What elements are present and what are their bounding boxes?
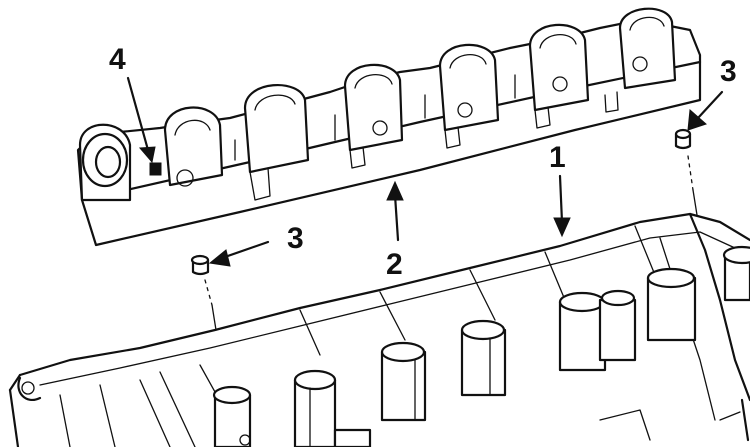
marker-square (149, 162, 162, 176)
cylinder-head (8, 212, 750, 447)
leader-arrows (126, 76, 724, 267)
callout-3-right: 3 (720, 55, 737, 88)
dowel-right (674, 128, 698, 216)
valve-tappets (212, 245, 750, 447)
bearing-bridge (76, 7, 702, 247)
callout-2: 2 (386, 248, 403, 281)
callout-3-left: 3 (287, 222, 304, 255)
callout-1: 1 (549, 141, 566, 174)
callout-4: 4 (109, 43, 126, 76)
dowel-left (190, 254, 217, 331)
